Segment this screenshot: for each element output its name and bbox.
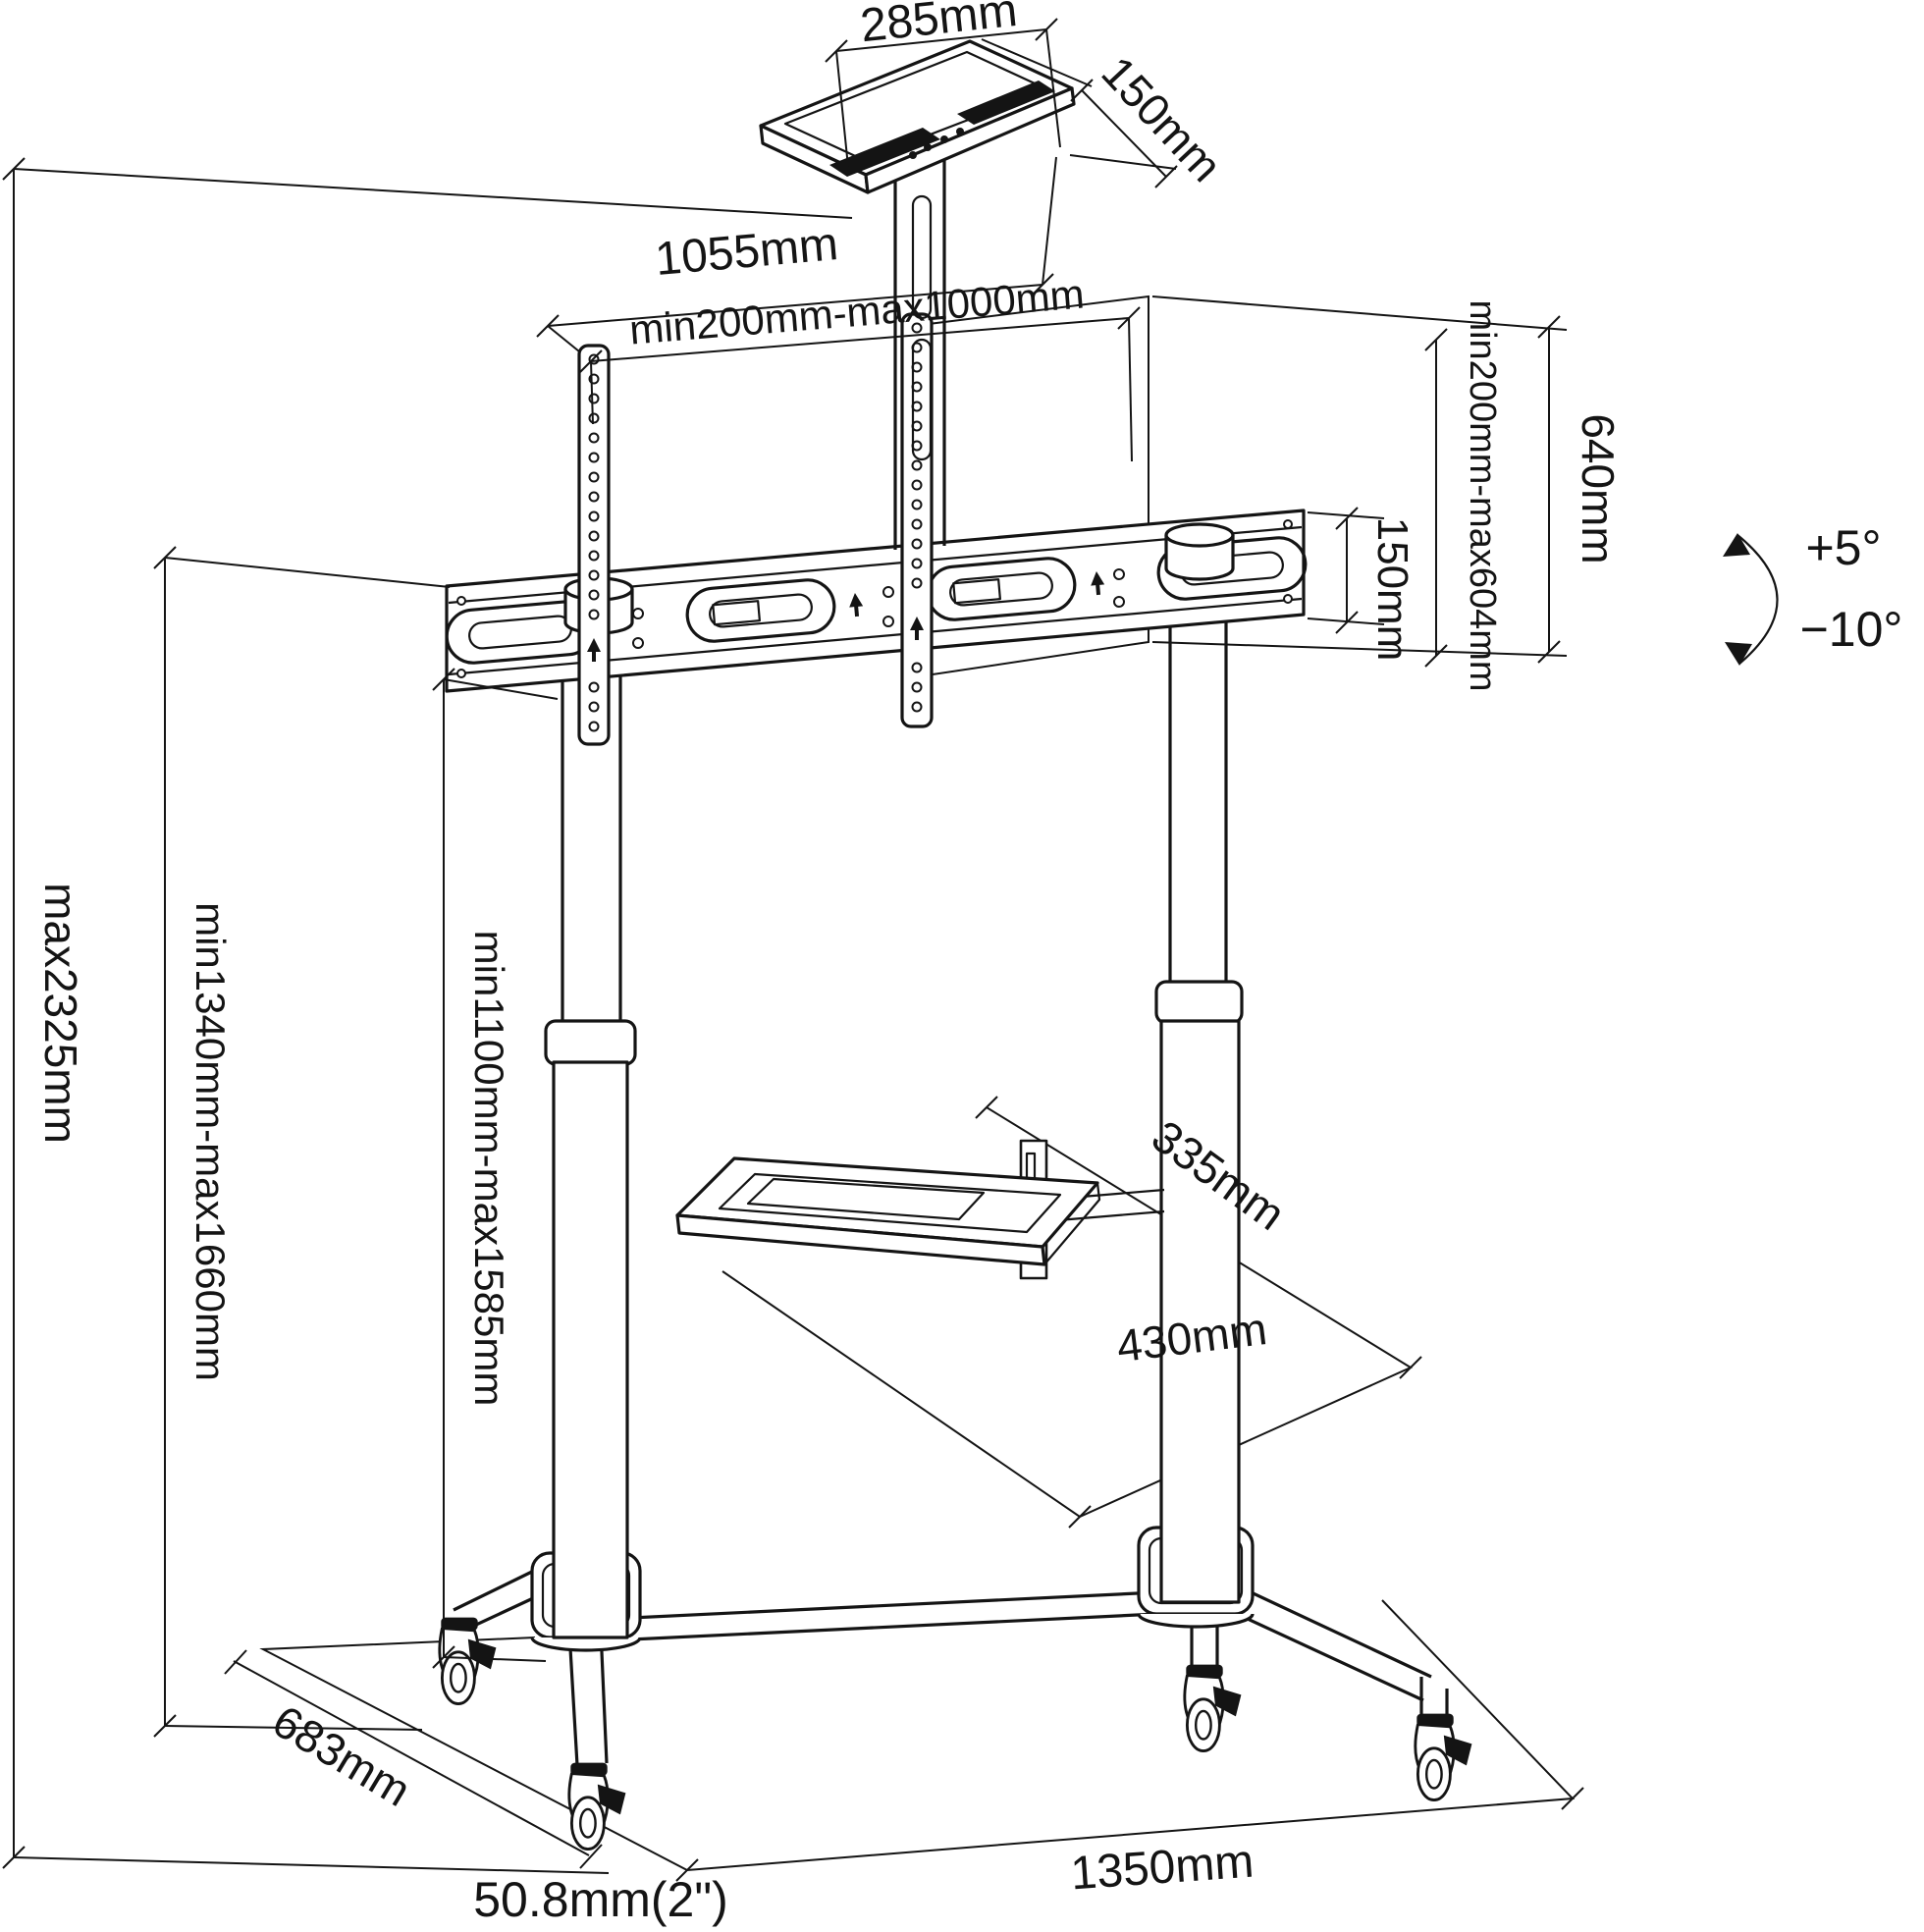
caster-back-left [438, 1617, 497, 1706]
tilt-up-label: +5° [1805, 520, 1881, 575]
dim-caster-diameter: 50.8mm(2") [473, 1872, 727, 1927]
tilt-arrow-up-icon [1723, 533, 1750, 557]
vesa-strip-right [900, 312, 934, 728]
up-arrow-icon [910, 617, 924, 640]
telescope-collar-left [544, 1019, 637, 1066]
tilt-arrow-down-icon [1725, 642, 1752, 666]
dim-label-top-width: 1055mm [653, 218, 840, 286]
caster-front-left [567, 1762, 626, 1852]
top-tray [759, 39, 1076, 194]
base-crossbar [549, 1586, 1240, 1645]
tilt-down-label: −10° [1800, 602, 1903, 657]
dim-total-height: max2325mm [2, 157, 853, 1874]
dim-label-rail-height: 150mm [1368, 517, 1416, 662]
up-arrow-icon [587, 638, 601, 662]
dim-screen-height-range: min1340mm-max1660mm [153, 546, 451, 1738]
dim-column-height-range: min1100mm-max1585mm [432, 668, 559, 1669]
dim-vesa-width-range: min200mm-max1000mm [579, 270, 1141, 462]
dim-base-depth: 683mm [224, 1649, 603, 1869]
dim-label-caster-diameter: 50.8mm(2") [473, 1872, 727, 1927]
telescope-collar-right [1154, 980, 1244, 1025]
dim-bracket-height: 640mm [1537, 315, 1624, 664]
dim-label-bracket-height: 640mm [1573, 413, 1624, 564]
leg-front-left [567, 1629, 609, 1766]
shelf-dim-plane [722, 1096, 1422, 1529]
caster-front-right [1414, 1713, 1472, 1802]
dim-label-vesa-height-range: min200mm-max604mm [1462, 299, 1503, 691]
dim-label-base-width: 1350mm [1069, 1836, 1256, 1901]
column-left [544, 609, 637, 1639]
dim-label-total-height: max2325mm [35, 883, 86, 1144]
tray-pole [893, 151, 946, 550]
dim-shelf-width: 430mm [1114, 1303, 1270, 1371]
column-cap-right [1164, 522, 1235, 581]
leg-back-right [1190, 1622, 1219, 1669]
caster-back-right [1183, 1664, 1242, 1753]
rail-slot-2 [685, 578, 836, 643]
leg-front-right [1236, 1588, 1449, 1720]
dim-label-column-height-range: min1100mm-max1585mm [466, 931, 512, 1407]
dim-rail-height: 150mm [1307, 507, 1416, 662]
up-arrow-icon [1091, 571, 1105, 596]
dim-label-tray-depth: 150mm [1092, 46, 1232, 191]
dim-vesa-height-range: min200mm-max604mm [1151, 295, 1568, 692]
dim-label-screen-height-range: min1340mm-max1660mm [187, 902, 234, 1381]
tilt-indicator: +5° −10° [1723, 520, 1902, 666]
media-shelf [675, 1139, 1165, 1280]
column-right [1154, 575, 1244, 1604]
dim-base-width: 1350mm [675, 1787, 1584, 1901]
dim-label-shelf-width: 430mm [1114, 1303, 1270, 1371]
up-arrow-icon [849, 593, 864, 617]
dim-label-base-depth: 683mm [264, 1694, 419, 1816]
vesa-strip-left [577, 344, 611, 746]
